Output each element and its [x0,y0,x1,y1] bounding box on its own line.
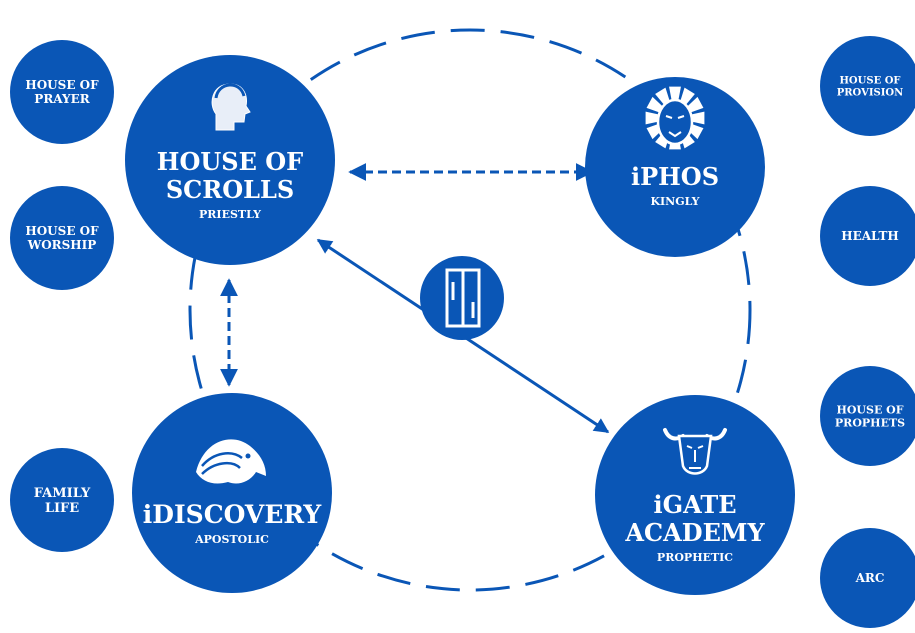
side-node-label: HEALTH [841,229,899,243]
main-node-title: iGATE [653,490,736,519]
side-node-circle [10,186,114,290]
side-node-circle [10,448,114,552]
side-node-label: PROPHETS [835,416,905,429]
main-node-circle [595,395,795,595]
ox-head-icon [663,428,727,475]
dashed-ring [188,28,752,592]
man-profile-icon [211,83,251,131]
main-node-title: iDISCOVERY [143,500,323,529]
main-node-idiscovery: iDISCOVERY APOSTOLIC [132,393,332,593]
main-node-circle [585,77,765,257]
side-node-label: HOUSE OF [839,76,900,87]
door-logo-icon [445,268,481,328]
main-node-circle [132,393,332,593]
side-node-health: HEALTH [820,186,915,286]
main-node-title: HOUSE OF [157,147,303,176]
main-node-iphos: iPHOS KINGLY [585,77,765,257]
main-node-title: iPHOS [631,162,719,191]
main-node-subtitle: KINGLY [650,195,699,208]
side-node-circle [820,186,915,286]
main-node-subtitle: PRIESTLY [199,208,261,221]
side-node-label: WORSHIP [27,238,97,252]
side-node-circle [820,36,915,136]
side-node-circle [820,528,915,628]
main-node-subtitle: APOSTOLIC [194,533,269,546]
side-node-label: HOUSE OF [25,224,99,238]
side-node-circle [820,366,915,466]
side-node-label: LIFE [45,501,79,516]
side-node-label: FAMILY [34,486,91,501]
eagle-head-icon [196,439,266,484]
side-node-arc: ARC [820,528,915,628]
main-node-title: SCROLLS [166,175,294,204]
side-node-label: ARC [855,571,885,585]
side-node-label: PRAYER [34,92,90,106]
side-node-label: HOUSE OF [836,403,903,416]
main-node-circle [125,55,335,265]
main-node-subtitle: PROPHETIC [657,551,733,564]
main-node-title: ACADEMY [624,518,765,547]
side-node-label: PROVISION [837,88,904,99]
side-node-label: HOUSE OF [25,78,99,92]
side-node-circle [10,40,114,144]
center-node [420,256,504,340]
lion-head-icon [645,86,705,150]
